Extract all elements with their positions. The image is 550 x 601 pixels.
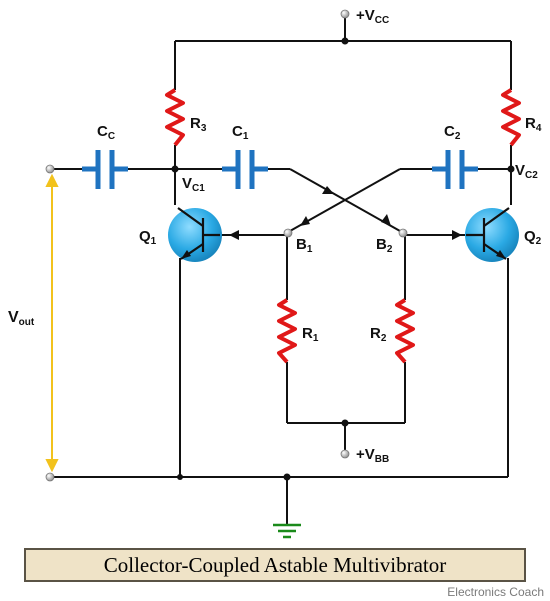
vout-arrow <box>45 173 59 473</box>
wires <box>50 16 512 525</box>
resistor-r1 <box>277 298 297 364</box>
b1-terminal <box>283 228 293 238</box>
label-r4: R4 <box>525 115 542 134</box>
capacitor-c2 <box>432 150 478 189</box>
terminals <box>45 9 408 482</box>
arrow-to-q2-base <box>452 230 462 240</box>
vout-top-terminal <box>45 164 55 174</box>
vout-bottom-terminal <box>45 472 55 482</box>
arrow-cross-lower <box>381 214 391 226</box>
label-vbb: +VBB <box>356 446 389 465</box>
transistor-q2 <box>465 207 519 262</box>
label-c1: C1 <box>232 123 249 142</box>
label-vc1: VC1 <box>182 175 205 194</box>
resistor-r4 <box>501 88 521 147</box>
resistor-r2 <box>395 298 415 364</box>
label-b1: B1 <box>296 236 313 255</box>
label-vc2: VC2 <box>515 162 538 181</box>
label-q1: Q1 <box>139 228 157 247</box>
caption-box: Collector-Coupled Astable Multivibrator <box>24 548 526 582</box>
resistor-r3 <box>165 88 185 147</box>
capacitors <box>82 150 478 189</box>
vbb-terminal <box>340 449 350 459</box>
label-r2: R2 <box>370 325 387 344</box>
label-r1: R1 <box>302 325 319 344</box>
credit-text: Electronics Coach <box>447 585 544 599</box>
b2-terminal <box>398 228 408 238</box>
label-vout: Vout <box>8 309 35 328</box>
capacitor-cc <box>82 150 128 189</box>
ground-icon <box>273 523 301 539</box>
arrowheads <box>229 186 462 240</box>
arrow-to-q1-base <box>229 230 239 240</box>
arrow-cross-right <box>322 186 334 194</box>
caption-title: Collector-Coupled Astable Multivibrator <box>103 552 447 577</box>
junction-dots <box>171 37 515 481</box>
resistors <box>165 88 521 364</box>
vcc-terminal <box>340 9 350 19</box>
label-cc: CC <box>97 123 115 142</box>
arrow-cross-left <box>300 216 310 226</box>
capacitor-c1 <box>222 150 268 189</box>
label-b2: B2 <box>376 236 393 255</box>
transistor-q1 <box>168 207 222 262</box>
label-q2: Q2 <box>524 228 542 247</box>
label-c2: C2 <box>444 123 461 142</box>
label-r3: R3 <box>190 115 207 134</box>
label-vcc: +VCC <box>356 7 389 26</box>
